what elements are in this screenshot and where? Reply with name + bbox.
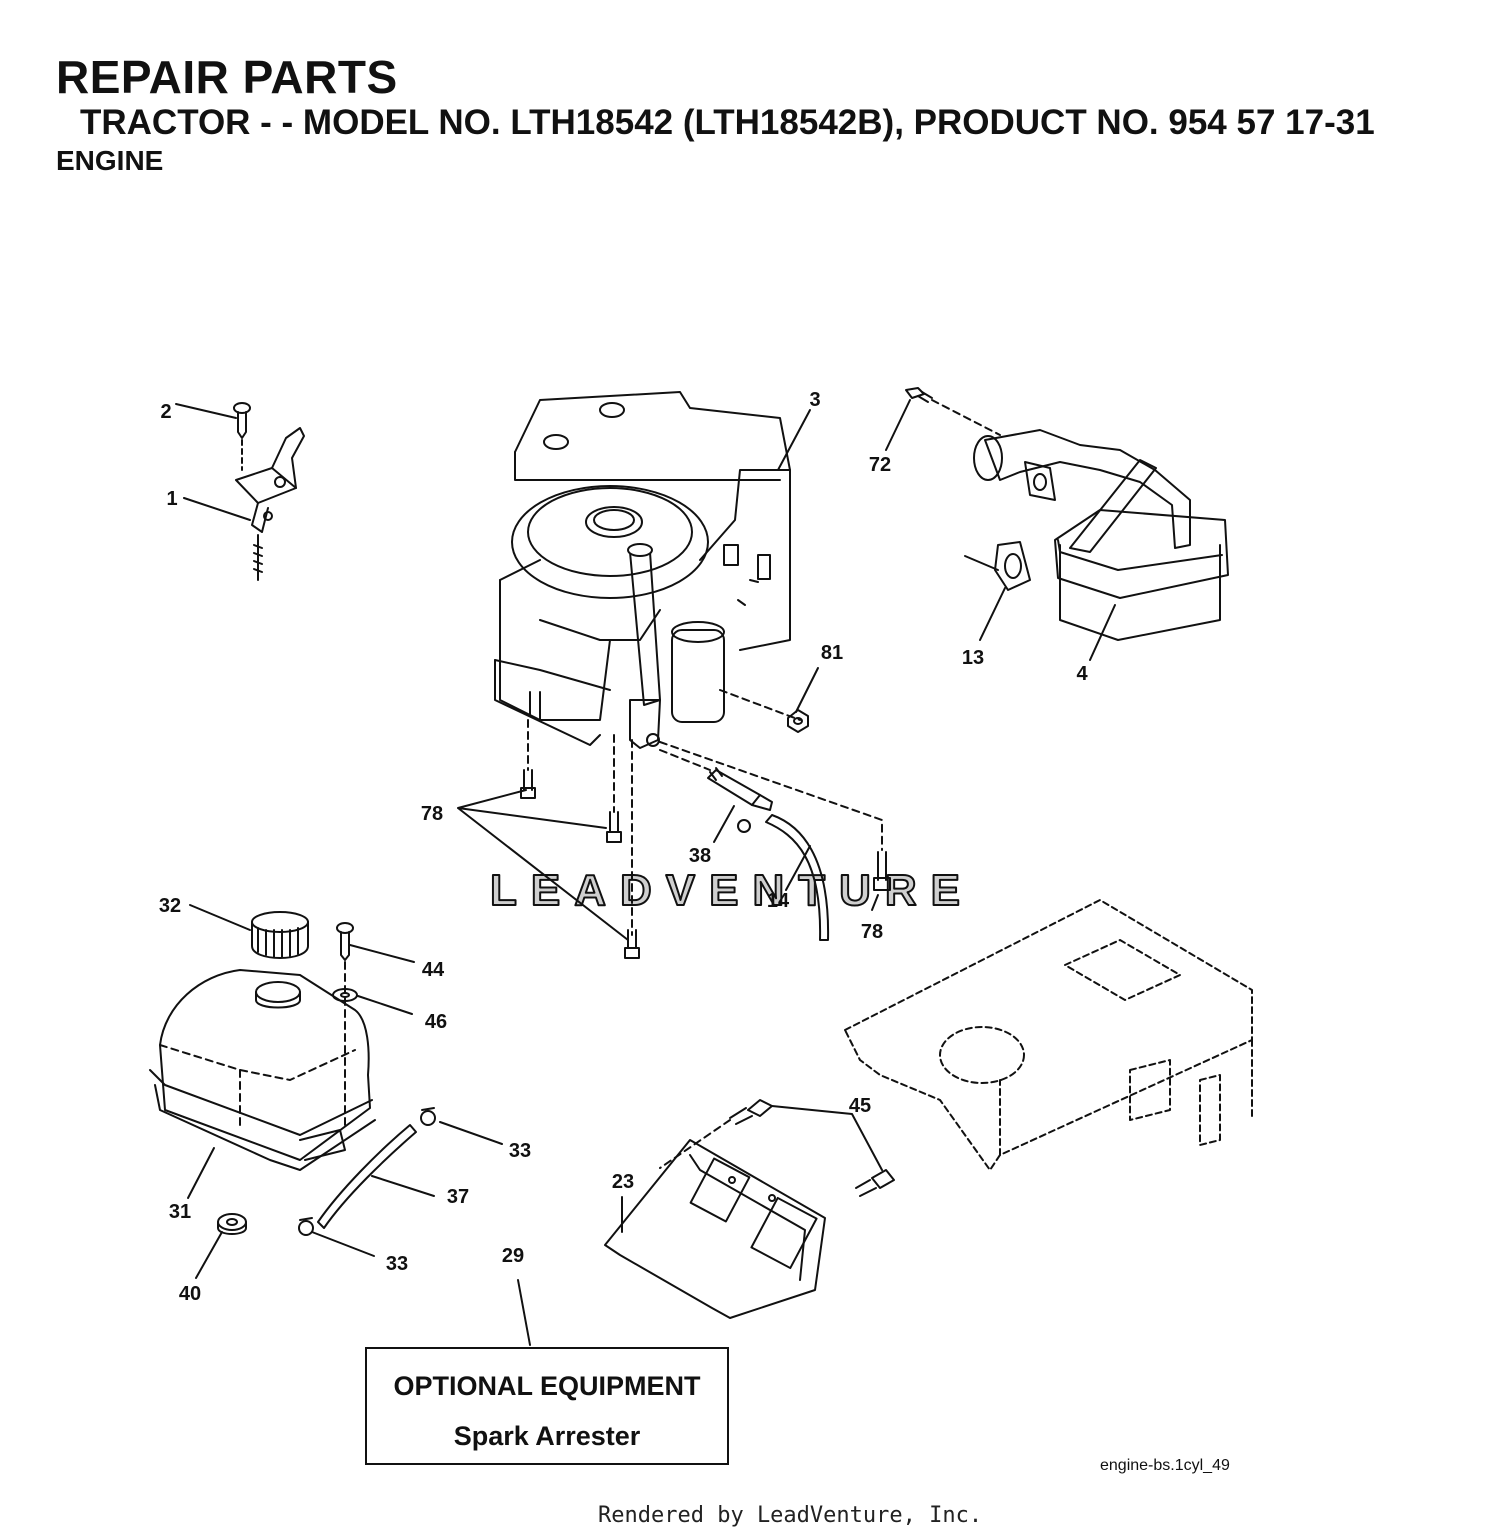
screw-part-44 xyxy=(336,922,354,1131)
engine-mount-lines xyxy=(527,689,883,936)
hose-part-14 xyxy=(765,814,830,941)
engine-part xyxy=(494,391,791,749)
callout-81: 81 xyxy=(821,642,843,664)
callout-2: 2 xyxy=(160,401,171,423)
nut-part-81 xyxy=(787,709,809,733)
drain-valve-part-38 xyxy=(707,767,773,833)
watermark-text: LEADVENTURE xyxy=(490,866,974,915)
bolt-parts-78 xyxy=(520,769,891,959)
callout-40: 40 xyxy=(179,1283,201,1305)
clamp-part-33a xyxy=(420,1107,436,1126)
callout-44: 44 xyxy=(422,959,445,981)
callouts: 2 1 3 72 13 4 81 78 38 14 78 32 44 46 31… xyxy=(159,389,1089,1305)
leader-lines xyxy=(175,399,1116,1346)
clamp-part-33b xyxy=(298,1217,314,1236)
grommet-part-40 xyxy=(217,1213,247,1235)
callout-33a: 33 xyxy=(509,1140,531,1162)
callout-45: 45 xyxy=(849,1095,871,1117)
fuel-line-part-37 xyxy=(317,1124,417,1229)
callout-4: 4 xyxy=(1076,663,1088,685)
callout-38: 38 xyxy=(689,845,711,867)
optional-equipment-title: OPTIONAL EQUIPMENT xyxy=(393,1371,701,1401)
callout-46: 46 xyxy=(425,1011,447,1033)
callout-32: 32 xyxy=(159,895,181,917)
page-title: REPAIR PARTS xyxy=(56,51,398,103)
callout-78b: 78 xyxy=(861,921,883,943)
section-title: ENGINE xyxy=(56,145,164,176)
callout-72: 72 xyxy=(869,454,891,476)
optional-equipment-item: Spark Arrester xyxy=(453,1421,641,1451)
callout-13: 13 xyxy=(962,647,984,669)
callout-33b: 33 xyxy=(386,1253,408,1275)
diagram-code: engine-bs.1cyl_49 xyxy=(1100,1457,1230,1474)
fuel-tank-part-31 xyxy=(149,969,376,1171)
tractor-frame-outline xyxy=(844,899,1253,1171)
footer-credit: Rendered by LeadVenture, Inc. xyxy=(598,1503,983,1528)
gasket-part-13 xyxy=(964,541,1031,591)
callout-14: 14 xyxy=(767,890,790,912)
heat-shield-part-23 xyxy=(604,1139,826,1319)
optional-equipment-box: OPTIONAL EQUIPMENT Spark Arrester xyxy=(365,1347,729,1465)
muffler-part-4 xyxy=(1054,459,1229,641)
callout-3: 3 xyxy=(809,389,820,411)
model-subtitle: TRACTOR - - MODEL NO. LTH18542 (LTH18542… xyxy=(80,103,1375,142)
throttle-control-part xyxy=(233,402,305,581)
callout-23: 23 xyxy=(612,1171,634,1193)
callout-29: 29 xyxy=(502,1245,524,1267)
callout-31: 31 xyxy=(169,1201,191,1223)
fuel-cap-part-32 xyxy=(251,911,309,959)
callout-37: 37 xyxy=(447,1186,469,1208)
callout-78a: 78 xyxy=(421,803,443,825)
exhaust-pipe-part xyxy=(905,387,1191,549)
callout-1: 1 xyxy=(166,488,177,510)
